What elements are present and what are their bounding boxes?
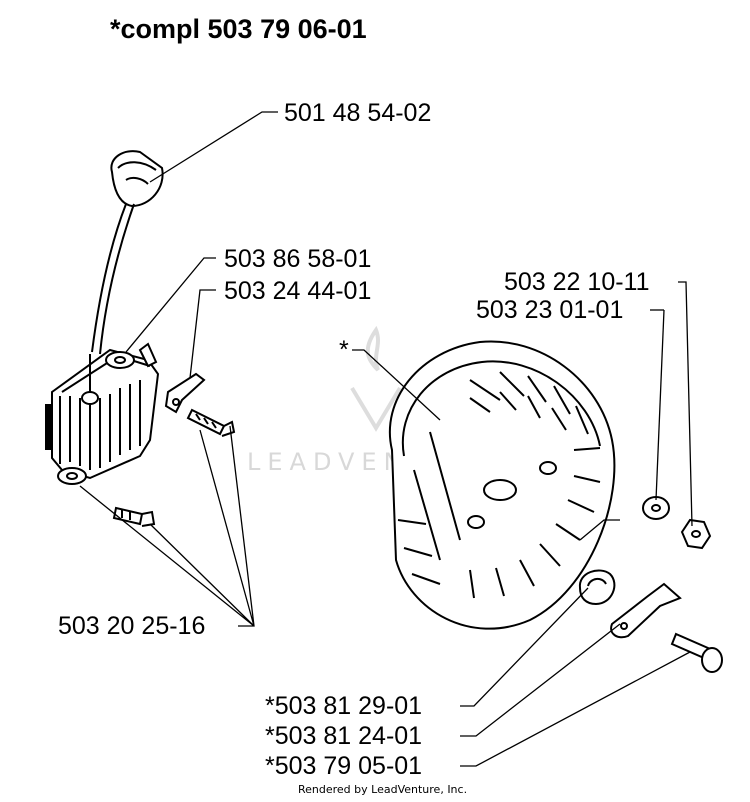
label-pawl-pin: *503 79 05-01 [265, 752, 423, 780]
washer-shape [642, 496, 670, 520]
spring-shape [578, 569, 616, 606]
leader-nut [678, 281, 693, 527]
leader-hub [579, 519, 620, 541]
pawl-shape [610, 582, 682, 639]
label-ground-bracket: 503 24 44-01 [224, 277, 372, 305]
flywheel-hub [483, 479, 517, 501]
label-flywheel: * [339, 336, 349, 364]
label-nut: 503 23 01-01 [476, 296, 624, 324]
coil-body [51, 348, 160, 480]
flywheel-drawing [388, 340, 723, 673]
leader-spring [460, 587, 589, 707]
label-module-screws: 503 20 25-16 [58, 612, 206, 640]
leader-ground-bracket [189, 289, 216, 379]
label-spring: *503 81 29-01 [265, 692, 423, 720]
leader-screws [79, 425, 255, 627]
leader-washer [655, 309, 665, 501]
leader-spark-cap [149, 111, 278, 183]
watermark-logo [350, 325, 402, 432]
footer-credit: Rendered by LeadVenture, Inc. [298, 783, 468, 796]
leader-flywheel [352, 349, 441, 421]
spark-lead [91, 203, 135, 355]
ignition-coil-drawing [45, 150, 236, 527]
leader-ignition-module [125, 257, 216, 353]
diagram-title: *compl 503 79 06-01 [110, 14, 367, 44]
nut-shape [680, 518, 712, 550]
screw-lower [112, 506, 156, 527]
leader-lines [79, 111, 693, 767]
label-ignition-module: 503 86 58-01 [224, 245, 372, 273]
screw-upper [186, 408, 236, 437]
label-spark-cap: 501 48 54-02 [284, 99, 432, 127]
label-pawl: *503 81 24-01 [265, 722, 423, 750]
label-washer: 503 22 10-11 [504, 268, 650, 296]
leader-pawl [460, 623, 621, 737]
leader-pin [460, 651, 691, 767]
ground-bracket-shape [164, 372, 206, 414]
